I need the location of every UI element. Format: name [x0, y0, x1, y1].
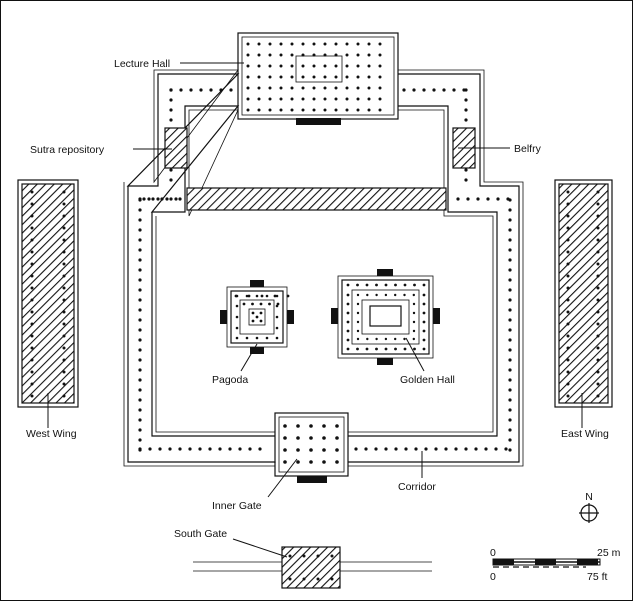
lecture-hall-label: Lecture Hall [114, 58, 170, 70]
south-gate-label: South Gate [174, 528, 227, 540]
north-wall-hatched [186, 187, 447, 211]
golden-hall [331, 269, 440, 365]
golden-hall-label: Golden Hall [400, 374, 455, 386]
east-wing-label: East Wing [561, 428, 609, 440]
sutra-repository-building [164, 127, 188, 169]
sutra-repository-label: Sutra repository [30, 144, 105, 156]
lecture-hall [237, 32, 399, 125]
belfry-label: Belfry [514, 143, 542, 155]
inner-gate [274, 412, 349, 483]
scale-zero-imperial: 0 [490, 571, 496, 583]
inner-gate-label: Inner Gate [212, 500, 262, 512]
lecture-hall-steps [296, 118, 341, 125]
lecture-hall-columns [246, 42, 382, 112]
pagoda-label: Pagoda [212, 374, 248, 386]
corridor [123, 69, 524, 467]
west-wing-label: West Wing [26, 428, 77, 440]
scale-imperial-label: 75 ft [587, 571, 608, 583]
leader-lines [47, 62, 583, 558]
west-wing [17, 179, 79, 408]
scale-zero-metric: 0 [490, 547, 496, 559]
pagoda [220, 280, 294, 354]
scale-metric-label: 25 m [597, 547, 621, 559]
north-arrow-label: N [585, 491, 593, 503]
scale-bar: 0 25 m 0 75 ft [490, 547, 621, 583]
south-gate [193, 546, 432, 589]
north-arrow: N [579, 491, 599, 523]
corridor-label: Corridor [398, 481, 436, 493]
east-wing [554, 179, 613, 408]
